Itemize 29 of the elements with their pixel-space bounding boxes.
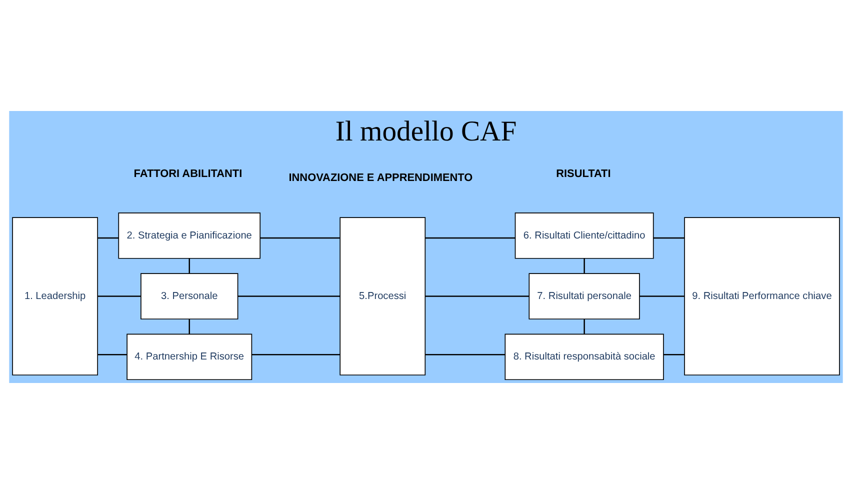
connector <box>654 236 684 238</box>
label: FATTORI ABILITANTI <box>134 168 242 180</box>
connector <box>188 318 190 334</box>
node-box: 7. Risultati personale <box>528 272 640 319</box>
connector <box>238 295 340 296</box>
connector <box>98 295 141 296</box>
connector <box>98 353 127 355</box>
connector <box>584 258 585 273</box>
node-box: 2. Strategia e Pianificazione <box>118 212 261 258</box>
node-box: 4. Partnership E Risorse <box>126 333 252 380</box>
connector <box>664 353 684 355</box>
node-box: 6. Risultati Cliente/cittadino <box>514 212 654 258</box>
connector <box>260 236 340 238</box>
connector <box>640 295 684 296</box>
label: RISULTATI <box>556 168 611 180</box>
connector <box>425 236 516 238</box>
node-box: 1. Leadership <box>12 216 98 375</box>
connector <box>584 318 585 334</box>
connector <box>98 236 118 238</box>
node-box: 8. Risultati responsabità sociale <box>504 333 664 380</box>
diagram-title: Il modello CAF <box>335 115 517 148</box>
label: INNOVAZIONE E APPRENDIMENTO <box>288 172 473 184</box>
connector <box>425 353 505 355</box>
node-box: 9. Risultati Performance chiave <box>684 216 840 375</box>
node-box: 5.Processi <box>340 216 426 375</box>
connector <box>188 258 190 273</box>
connector <box>425 295 529 296</box>
node-box: 3. Personale <box>140 272 238 319</box>
connector <box>252 353 340 355</box>
